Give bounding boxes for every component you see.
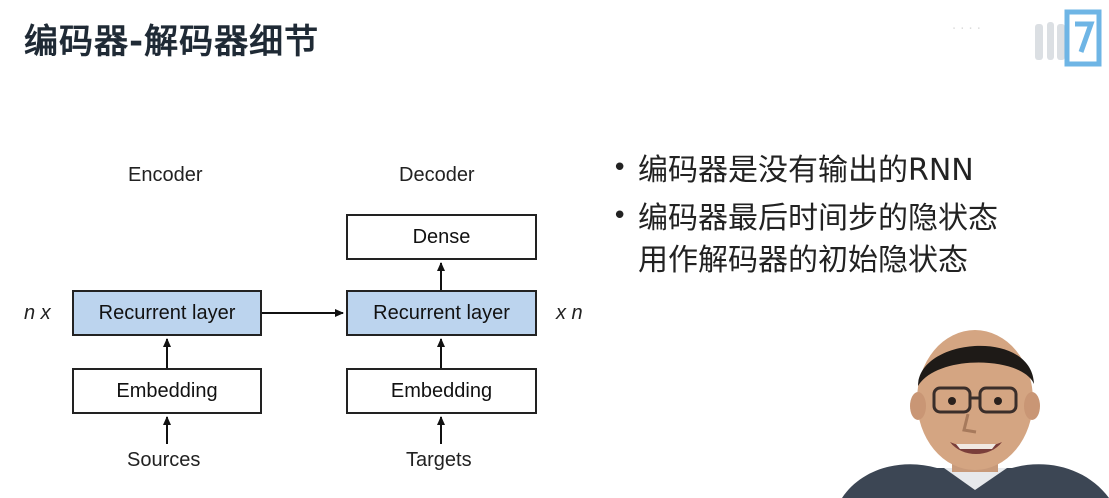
decoder-repeat-label: x n [556,302,583,324]
bullet-dot-icon: • [612,201,628,231]
encoder-recurrent-layer-label: Recurrent layer [98,301,236,324]
encoder-embedding-label: Embedding [116,379,218,402]
bullet-text: 编码器最后时间步的隐状态 用作解码器的初始隐状态 [638,201,998,278]
decoder-heading: Decoder [399,164,475,186]
encoder-recurrent-layer-box: Recurrent layer [72,290,262,336]
dense-layer-box: Dense [346,214,537,260]
encoder-input-label: Sources [127,449,201,471]
bullet-list: • 编码器是没有输出的RNN • 编码器最后时间步的隐状态 用作解码器的初始隐状… [612,150,998,282]
decoder-recurrent-layer-label: Recurrent layer [373,301,510,324]
page-title: 编码器-解码器细节 [24,22,320,62]
encoder-embedding-box: Embedding [72,368,262,414]
decoder-embedding-box: Embedding [346,368,537,414]
dense-layer-label: Dense [412,225,471,248]
bullet-dot-icon: • [612,153,628,183]
decoder-embedding-label: Embedding [390,379,493,402]
presenter-video-overlay [842,330,1109,498]
watermark-text: · · · · [952,22,981,37]
decoder-input-label: Targets [406,449,472,471]
bullet-text: 编码器是没有输出的RNN [638,153,974,188]
bilibili-logo-icon [1035,9,1102,67]
bullet-item: • 编码器最后时间步的隐状态 用作解码器的初始隐状态 [612,198,998,282]
bullet-item: • 编码器是没有输出的RNN [612,150,998,192]
diagram-arrows [163,262,445,444]
decoder-recurrent-layer-box: Recurrent layer [346,290,537,336]
encoder-repeat-label: n x [24,302,51,324]
encoder-heading: Encoder [128,164,203,186]
